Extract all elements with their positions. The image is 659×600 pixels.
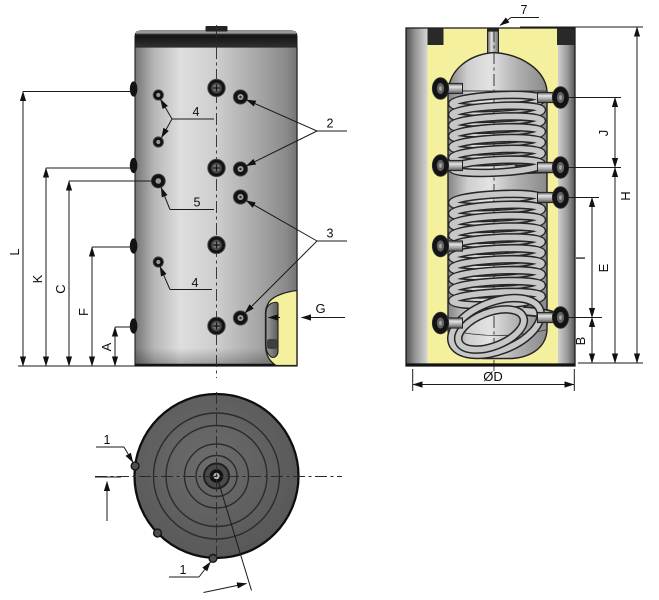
front-cap-highlight <box>136 31 296 34</box>
callout-2-leader1 <box>245 99 318 132</box>
dim-label-D: ØD <box>483 369 503 384</box>
dim-label-C: C <box>53 284 68 293</box>
stub-bore-center <box>439 320 442 326</box>
callout-1a-label: 1 <box>104 433 111 447</box>
dim-label-E: E <box>596 263 611 272</box>
callout-3-label: 3 <box>327 227 334 241</box>
dim-label-F: F <box>76 308 91 316</box>
callout-3-leader2 <box>244 240 318 314</box>
callout-5-leader <box>160 187 171 210</box>
callout-2-label: 2 <box>327 117 334 131</box>
port-right-dot <box>239 316 242 320</box>
section-top-stub <box>487 27 499 55</box>
dim-label-I: I <box>573 256 588 260</box>
callout-4a-leader1 <box>160 98 173 120</box>
edge-bump-bottom <box>208 553 218 564</box>
section-wall-stubs <box>431 77 570 335</box>
callout-4b-label: 4 <box>192 276 199 290</box>
callout-4b-leader <box>159 266 171 290</box>
port-left-face <box>156 92 161 98</box>
callout-4a-label: 4 <box>193 105 200 119</box>
dim-label-K: K <box>30 274 45 283</box>
angle-reference-line <box>218 481 252 591</box>
bottom-loop-outer <box>448 295 544 358</box>
port-left-face <box>156 259 161 265</box>
side-stub <box>129 238 138 254</box>
side-stub <box>129 318 138 334</box>
section-cap-right <box>557 28 575 45</box>
section-top-stub-cap <box>487 28 499 32</box>
front-ports <box>150 78 249 336</box>
side-stub <box>129 157 138 174</box>
stub-bore-center <box>439 163 442 168</box>
port-right-dot <box>239 195 242 199</box>
callout-1b-label: 1 <box>180 563 187 577</box>
rotation-arrow <box>203 582 247 593</box>
dim-label-L: L <box>7 248 22 255</box>
callout-2-leader2 <box>245 130 318 167</box>
front-dimensions: L K C F A G <box>7 91 345 367</box>
callout-5-label: 5 <box>194 196 201 210</box>
stub-bore-center <box>439 86 442 91</box>
section-view: J E I B H ØD 7 <box>405 3 643 391</box>
side-stub <box>129 81 138 97</box>
port-right-dot <box>239 95 242 99</box>
section-lower-coil <box>447 189 558 310</box>
port-left-face <box>155 178 162 184</box>
stub-bore-center <box>559 315 562 320</box>
edge-bump-lowerleft <box>152 528 163 538</box>
top-view: 1 1 <box>95 392 342 593</box>
stub-bore-center <box>559 95 562 100</box>
callout-7: 7 <box>499 3 539 26</box>
cutaway-inner-wall <box>265 301 279 358</box>
callout-7-label: 7 <box>521 3 528 17</box>
front-callouts: 4 5 4 2 3 <box>159 98 347 314</box>
concentric-ring <box>152 412 281 540</box>
front-edge-stubs <box>129 81 138 334</box>
stub-bore-center <box>559 195 562 200</box>
port-right-dot <box>239 167 242 171</box>
front-bottom-shadow <box>135 348 297 365</box>
edge-bump-left <box>130 461 140 471</box>
stub-bore-center <box>439 243 442 249</box>
dim-label-H: H <box>618 191 633 200</box>
front-cutaway <box>264 47 298 367</box>
dim-label-J: J <box>596 130 611 137</box>
section-cap-left <box>427 28 444 45</box>
dim-label-B: B <box>573 337 588 346</box>
port-left-face <box>156 139 161 145</box>
section-shell-left <box>406 28 428 366</box>
callout-4a-leader2 <box>161 118 173 139</box>
bottom-loop-inner <box>455 306 527 353</box>
cutaway-dark-band <box>267 339 278 349</box>
section-dimensions: J E I B H ØD <box>412 26 643 391</box>
callout-3-leader1 <box>245 200 318 242</box>
dim-label-G: G <box>315 301 325 316</box>
callout-1b-leader <box>198 561 211 578</box>
callout-1a-leader <box>123 446 134 463</box>
top-view-callouts: 1 1 <box>96 433 211 578</box>
front-view: L K C F A G 4 5 4 2 <box>7 25 347 378</box>
stub-bore-center <box>559 165 562 170</box>
callout-7-leader <box>499 17 512 26</box>
dim-label-A: A <box>99 342 114 351</box>
